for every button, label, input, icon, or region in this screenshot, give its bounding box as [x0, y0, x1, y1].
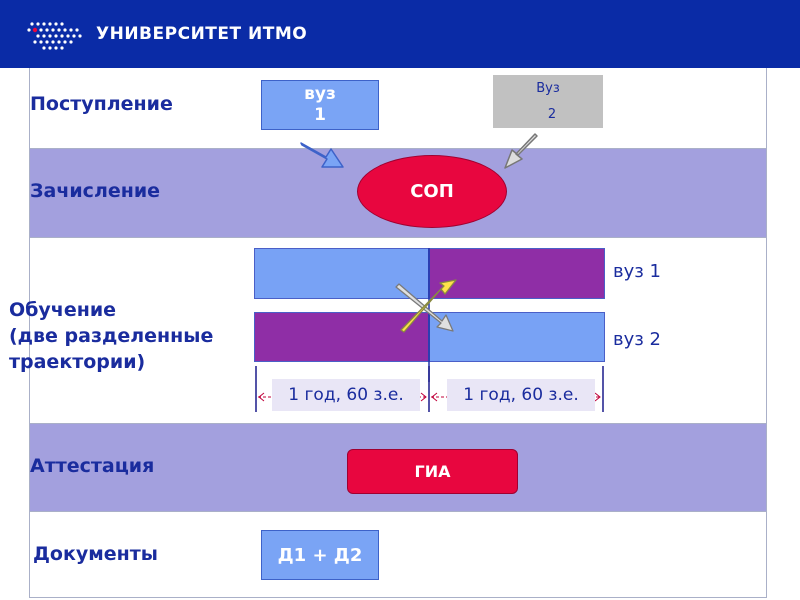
row-label-study-line: траектории): [9, 351, 146, 373]
period-arrowhead: [594, 392, 601, 402]
band-admission: [29, 68, 767, 148]
sop-ellipse: СОП: [357, 155, 507, 228]
period-label-second: 1 год, 60 з.е.: [447, 379, 595, 411]
trajectory2-label: вуз 2: [613, 329, 662, 350]
period-arrowhead: [420, 392, 427, 402]
documents-box: Д1 + Д2: [261, 530, 379, 580]
arrow-vuz1-to-sop-icon: [300, 142, 344, 168]
itmo-logo-icon: [27, 22, 82, 50]
band-documents: [29, 511, 767, 598]
trajectory1-label: вуз 1: [613, 261, 662, 282]
arrow-vuz2-to-sop-icon: [504, 133, 538, 169]
brand-title: УНИВЕРСИТЕТ ИТМО: [96, 24, 308, 44]
row-label-study: Обучение (две разделенные траектории): [9, 297, 213, 375]
trajectory2-segment2: [429, 312, 605, 362]
vuz1-box-line2: 1: [314, 105, 326, 125]
gia-box: ГИА: [347, 449, 518, 494]
header-bar: УНИВЕРСИТЕТ ИТМО: [0, 0, 800, 68]
row-label-attestation: Аттестация: [30, 455, 155, 477]
trajectory1-segment2: [429, 248, 605, 299]
row-label-admission: Поступление: [30, 93, 173, 115]
cross-arrow-yellow-icon: [400, 279, 457, 333]
vuz1-box: вуз 1: [261, 80, 379, 130]
vuz1-box-line1: вуз: [304, 84, 336, 104]
row-label-documents: Документы: [33, 543, 158, 565]
vuz2-box-line2: 2: [547, 106, 557, 122]
period-arrowhead: [431, 392, 438, 402]
row-label-study-line: (две разделенные: [9, 325, 214, 347]
vuz2-box: Вуз 2: [493, 75, 603, 128]
period-label-first: 1 год, 60 з.е.: [272, 379, 420, 411]
row-label-enrollment: Зачисление: [30, 180, 161, 202]
row-label-study-line: Обучение: [9, 299, 117, 321]
vuz2-box-line1: Вуз: [536, 80, 560, 96]
period-arrowhead: [258, 392, 265, 402]
trajectory2-segment1: [254, 312, 429, 362]
